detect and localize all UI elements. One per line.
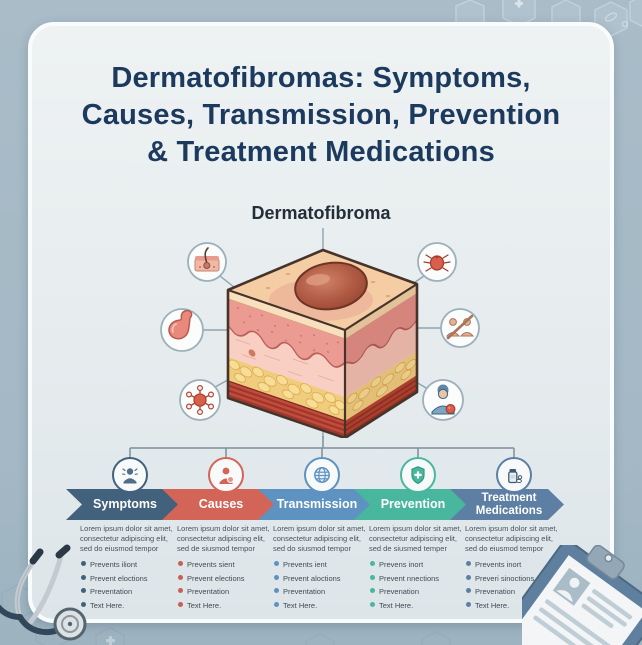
- title-line-2: Causes, Transmission, Prevention: [81, 99, 561, 132]
- bullet-dot: [370, 574, 375, 580]
- no-contact-people-icon: [445, 314, 475, 340]
- bullet-item: Prevent eloctions: [80, 574, 178, 583]
- bullet-item: Text Here.: [465, 601, 563, 610]
- bullet-dot: [178, 561, 183, 567]
- bullet-item: Text Here.: [177, 601, 275, 610]
- bullet-item: Prevens inort: [369, 560, 467, 569]
- prevention-paragraph: Lorem ipsum dolor sit amet, consectetur …: [369, 524, 462, 554]
- bullet-dot: [178, 574, 183, 580]
- banner-prevention-label: Prevention: [380, 496, 446, 511]
- bullet-dot: [274, 561, 279, 567]
- causes-circle: [208, 457, 244, 493]
- causes-bullet-list: Prevents sient Prevent elections Prevent…: [177, 560, 275, 610]
- bullet-item: Prevent elections: [177, 574, 275, 583]
- callout-patient: [422, 379, 464, 421]
- bullet-item: Prevenation: [465, 587, 563, 596]
- bullet-item: Prevent aloctions: [273, 574, 371, 583]
- bullet-dot: [81, 601, 86, 607]
- symptoms-circle: [112, 457, 148, 493]
- shield-cross-icon: [411, 466, 425, 485]
- banner-treatment-label: Treatment Medications: [475, 492, 543, 517]
- bullet-item: Preventation: [80, 587, 178, 596]
- treatment-paragraph: Lorem ipsum dolor sit amet, consectetur …: [465, 524, 558, 554]
- bullet-dot: [81, 561, 86, 567]
- bullet-dot: [81, 574, 86, 580]
- treatment-column: Lorem ipsum dolor sit amet, consectetur …: [465, 524, 563, 614]
- banner-causes-label: Causes: [198, 496, 244, 511]
- page-title: Dermatofibromas: Symptoms, Causes, Trans…: [41, 60, 601, 171]
- stomach-icon: [168, 309, 193, 340]
- bullet-item: Preveri sinoctions: [465, 574, 563, 583]
- clipboard-decoration: [522, 545, 642, 645]
- banner-prevention: Prevention: [354, 489, 468, 520]
- hex-cross-icon: [515, 0, 523, 8]
- symptoms-paragraph: Lorem ipsum dolor sit amet, consectetur …: [80, 524, 173, 554]
- banner-symptoms: Symptoms: [66, 489, 180, 520]
- callout-hair-follicle: [187, 242, 227, 282]
- callout-mite: [417, 242, 457, 282]
- transmission-bullet-list: Prevents ient Prevent aloctions Preventa…: [273, 560, 371, 610]
- banner-transmission: Transmission: [258, 489, 372, 520]
- bullet-dot: [370, 588, 375, 594]
- title-line-1: Dermatofibromas: Symptoms,: [111, 62, 531, 94]
- bullet-dot: [274, 588, 279, 594]
- bullet-dot: [370, 601, 375, 607]
- bullet-dot: [81, 588, 86, 594]
- symptoms-bullet-list: Prevents iliont Prevent eloctions Preven…: [80, 560, 178, 610]
- banner-transmission-label: Transmission: [276, 496, 358, 511]
- causes-person-icon: [219, 467, 234, 484]
- bullet-dot: [178, 601, 183, 607]
- bullet-dot: [274, 574, 279, 580]
- bullet-item: Prevents iliont: [80, 560, 178, 569]
- hair-follicle-icon: [194, 247, 220, 272]
- title-line-3: & Treatment Medications: [147, 136, 495, 169]
- bullet-dot: [466, 588, 471, 594]
- skin-cube-illustration: [226, 248, 419, 438]
- hex-pill-icon: [604, 12, 629, 28]
- diagram-label: Dermatofibroma: [251, 203, 391, 223]
- virus-icon: [185, 385, 214, 416]
- prevention-circle: [400, 457, 436, 493]
- mite-bug-icon: [423, 254, 451, 272]
- bullet-item: Prevenation: [369, 587, 467, 596]
- bullet-item: Prevent nnections: [369, 574, 467, 583]
- banner-causes: Causes: [162, 489, 276, 520]
- stethoscope-decoration: [0, 544, 87, 641]
- banner-treatment: Treatment Medications: [450, 489, 564, 520]
- globe-icon: [314, 467, 330, 483]
- bullet-item: Text Here.: [80, 601, 178, 610]
- bullet-dot: [274, 601, 279, 607]
- prevention-bullet-list: Prevens inort Prevent nnections Prevenat…: [369, 560, 467, 610]
- bullet-item: Prevents ient: [273, 560, 371, 569]
- callout-stomach: [160, 308, 204, 352]
- bullet-dot: [466, 561, 471, 567]
- treatment-circle: [496, 457, 532, 493]
- bullet-dot: [466, 574, 471, 580]
- bullet-dot: [466, 601, 471, 607]
- bullet-item: Text Here.: [273, 601, 371, 610]
- symptoms-column: Lorem ipsum dolor sit amet, consectetur …: [80, 524, 178, 614]
- bullet-item: Prevents inort: [465, 560, 563, 569]
- bullet-dot: [370, 561, 375, 567]
- treatment-bullet-list: Prevents inort Preveri sinoctions Preven…: [465, 560, 563, 610]
- transmission-column: Lorem ipsum dolor sit amet, consectetur …: [273, 524, 371, 614]
- banner-symptoms-label: Symptoms: [93, 496, 157, 511]
- patient-red-spot-icon: [431, 384, 456, 415]
- bullet-item: Preventation: [273, 587, 371, 596]
- medicine-bottle-icon: [508, 469, 523, 484]
- bullet-dot: [178, 588, 183, 594]
- bullet-item: Preventation: [177, 587, 275, 596]
- symptoms-person-icon: [121, 468, 139, 484]
- causes-paragraph: Lorem ipsum dolor sit amet, consectetur …: [177, 524, 270, 554]
- transmission-circle: [304, 457, 340, 493]
- callout-virus: [179, 379, 221, 421]
- dermatofibroma-nodule: [294, 261, 368, 311]
- prevention-column: Lorem ipsum dolor sit amet, consectetur …: [369, 524, 467, 614]
- bullet-item: Text Here.: [369, 601, 467, 610]
- transmission-paragraph: Lorem ipsum dolor sit amet, consectetur …: [273, 524, 366, 554]
- bullet-item: Prevents sient: [177, 560, 275, 569]
- causes-column: Lorem ipsum dolor sit amet, consectetur …: [177, 524, 275, 614]
- callout-no-contact: [440, 308, 480, 348]
- skin-diagram: [160, 228, 480, 438]
